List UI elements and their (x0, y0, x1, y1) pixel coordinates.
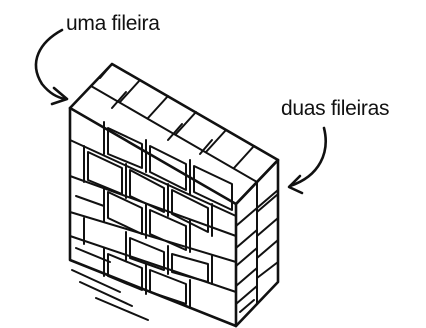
wall-front-face (68, 106, 238, 328)
ground-lines (71, 269, 149, 321)
curved-arrow-icon (287, 126, 327, 195)
wall-side-face (234, 158, 280, 328)
wall (68, 62, 280, 328)
curved-arrow-icon (34, 28, 69, 106)
label-two-rows: duas fileiras (281, 97, 390, 120)
label-one-row: uma fileira (66, 12, 160, 35)
